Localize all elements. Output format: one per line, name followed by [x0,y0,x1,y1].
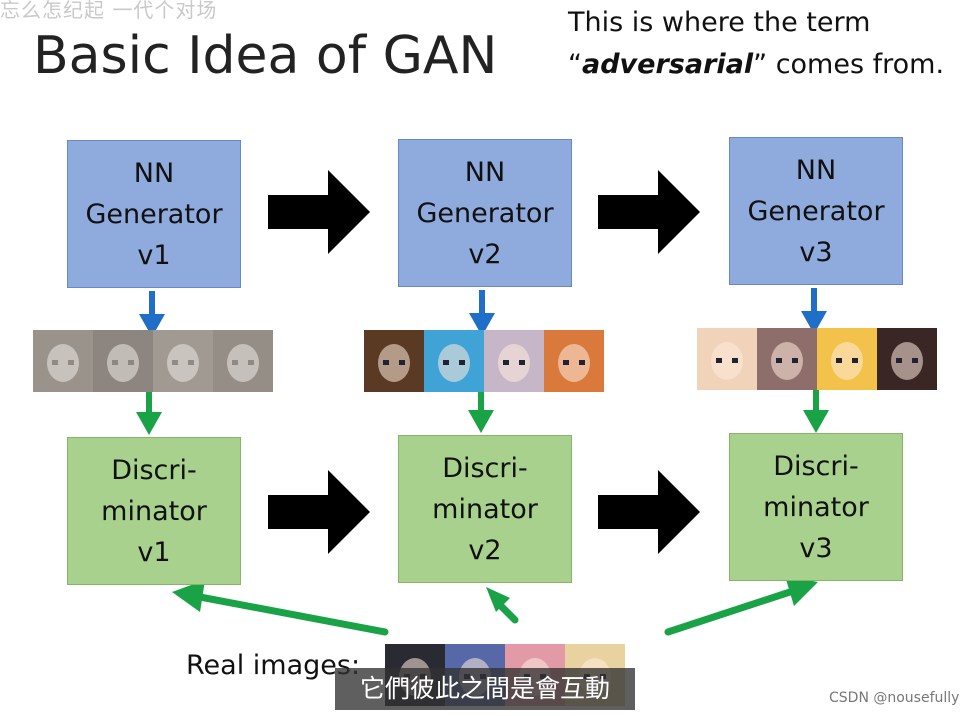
generate-arrow-v3 [801,288,827,334]
generated-image [424,330,484,392]
generator-v3: NN Generator v3 [729,137,903,285]
note-line-2: “adversarial” comes from. [568,44,944,86]
real-arrow-to-dis-v2-head [486,587,510,612]
generated-images-v1 [33,330,273,392]
note-line-1: This is where the term [568,7,871,38]
generator-v1: NN Generator v1 [67,140,241,288]
generated-images-v3 [697,328,937,390]
generated-image [817,328,877,390]
generated-image [213,330,273,392]
evolve-arrow-gen-1-2 [268,170,370,254]
generated-image [484,330,544,392]
slide-title: Basic Idea of GAN [33,26,498,86]
evolve-arrow-dis-2-3 [598,470,700,554]
generated-image [877,328,937,390]
top-cut-text: 忘么怎纪起 一代个对场 [0,0,218,22]
feed-arrow-v1 [136,390,162,435]
csdn-watermark: CSDN @nousefully [829,690,960,706]
generator-v2: NN Generator v2 [398,139,572,287]
note-rest: ” comes from. [753,49,945,80]
real-arrow-to-dis-v3-head [785,576,818,606]
generated-image [364,330,424,392]
generate-arrow-v1 [139,291,165,337]
evolve-arrow-dis-1-2 [268,470,370,554]
real-arrow-to-dis-v1-shaft [196,593,389,636]
generated-images-v2 [364,330,604,392]
adversarial-note: This is where the term “adversarial” com… [568,2,944,86]
note-bold-word: adversarial [582,49,754,80]
generate-arrow-v2 [469,290,495,336]
generated-image [697,328,757,390]
discriminator-v2: Discri- minator v2 [398,435,572,583]
feed-arrow-v2 [468,388,494,433]
note-open-quote: “ [568,49,582,80]
discriminator-v3: Discri- minator v3 [729,433,903,581]
video-subtitle: 它們彼此之間是會互動 [335,668,635,710]
real-images-label: Real images: [186,650,361,681]
feed-arrow-v3 [803,388,829,433]
generated-image [757,328,817,390]
generated-image [93,330,153,392]
discriminator-v1: Discri- minator v1 [67,437,241,585]
real-arrow-to-dis-v1-head [172,580,205,612]
evolve-arrow-gen-2-3 [598,170,700,254]
generated-image [544,330,604,392]
real-arrow-to-dis-v3-shaft [664,588,794,636]
generated-image [153,330,213,392]
generated-image [33,330,93,392]
